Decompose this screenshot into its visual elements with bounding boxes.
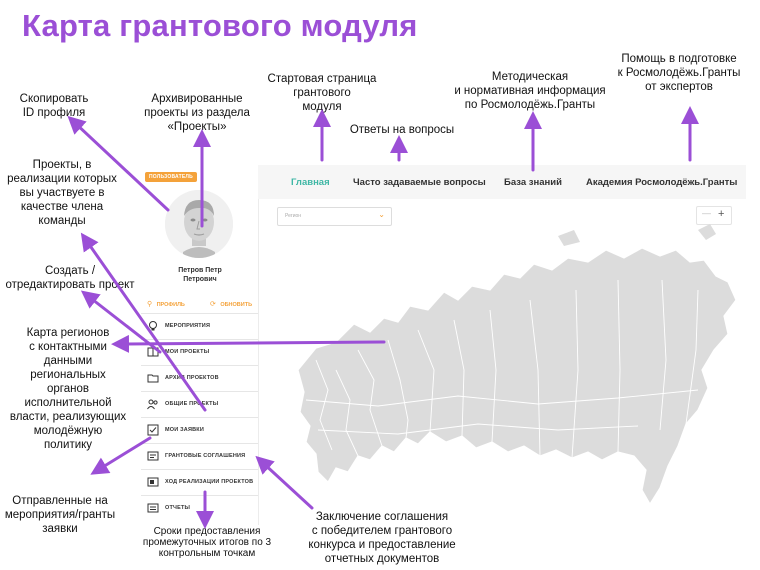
- sidebar-item-my-projects[interactable]: МОИ ПРОЕКТЫ: [141, 339, 258, 365]
- russia-regions-map[interactable]: [258, 220, 746, 525]
- annotation-help: Помощь в подготовке к Росмолодёжь.Гранты…: [617, 53, 741, 93]
- sidebar-item-label: ОТЧЕТЫ: [165, 505, 191, 511]
- annotation-sent-applications: Отправленные на мероприятия/гранты заявк…: [4, 495, 116, 535]
- agreement-icon: [147, 451, 159, 461]
- annotation-reports-deadline: Сроки предоставления промежуточных итого…: [142, 526, 272, 559]
- sidebar-item-grant-agreements[interactable]: ГРАНТОВЫЕ СОГЛАШЕНИЯ: [141, 443, 258, 469]
- sidebar-item-events[interactable]: МЕРОПРИЯТИЯ: [141, 313, 258, 339]
- region-select[interactable]: Регион ⌄: [277, 207, 392, 226]
- refresh-button-label: ОБНОВИТЬ: [220, 302, 253, 308]
- annotation-agreement: Заключение соглашения с победителем гран…: [308, 511, 456, 565]
- sidebar-item-archive[interactable]: АРХИВ ПРОЕКТОВ: [141, 365, 258, 391]
- annotation-create-project: Создать / отредактировать проект: [5, 265, 135, 291]
- map-island: [558, 230, 580, 246]
- user-name: Петров Петр Петрович: [178, 267, 222, 283]
- user-role-badge: ПОЛЬЗОВАТЕЛЬ: [145, 172, 197, 182]
- profile-button[interactable]: ⚲ ПРОФИЛЬ: [147, 293, 185, 311]
- project-book-icon: [147, 347, 159, 357]
- sidebar-divider: [141, 339, 258, 340]
- sidebar-item-reports[interactable]: ОТЧЕТЫ: [141, 495, 258, 521]
- avatar: [165, 190, 233, 258]
- zoom-out-button[interactable]: —: [702, 208, 711, 218]
- avatar-face-icon: [165, 190, 233, 258]
- lightbulb-icon: [149, 321, 157, 331]
- annotation-regions-map: Карта регионов с контактными данными рег…: [9, 327, 127, 451]
- sidebar-divider: [141, 365, 258, 366]
- sidebar-item-label: ХОД РЕАЛИЗАЦИИ ПРОЕКТОВ: [165, 479, 254, 485]
- profile-icon: ⚲: [147, 301, 153, 308]
- sidebar-divider: [141, 417, 258, 418]
- top-navigation: [258, 165, 746, 199]
- annotation-archived: Архивированные проекты из раздела «Проек…: [144, 93, 250, 133]
- zoom-controls: — +: [696, 206, 732, 225]
- sidebar-item-implementation-progress[interactable]: ХОД РЕАЛИЗАЦИИ ПРОЕКТОВ: [141, 469, 258, 495]
- sidebar-divider: [141, 469, 258, 470]
- refresh-icon: ⟳: [210, 301, 216, 308]
- map-landmass: [297, 247, 737, 506]
- chevron-down-icon: ⌄: [378, 210, 385, 219]
- map-region-borders: [305, 279, 699, 459]
- sidebar-item-label: АРХИВ ПРОЕКТОВ: [165, 375, 219, 381]
- sidebar-divider: [141, 391, 258, 392]
- annotation-methodical: Методическая и нормативная информация по…: [454, 71, 606, 111]
- sidebar-item-label: ОБЩИЕ ПРОЕКТЫ: [165, 401, 219, 407]
- sidebar-item-label: ГРАНТОВЫЕ СОГЛАШЕНИЯ: [165, 453, 246, 459]
- report-icon: [147, 503, 159, 513]
- annotation-copy-id: Скопировать ID профиля: [19, 93, 89, 119]
- page-title: Карта грантового модуля: [22, 8, 418, 43]
- tab-faq[interactable]: Часто задаваемые вопросы: [353, 177, 486, 188]
- sidebar-item-label: МЕРОПРИЯТИЯ: [165, 323, 211, 329]
- sidebar-item-label: МОИ ПРОЕКТЫ: [165, 349, 210, 355]
- sidebar-divider: [141, 495, 258, 496]
- folder-icon: [147, 374, 159, 383]
- region-select-placeholder: Регион: [285, 213, 302, 219]
- progress-icon: [147, 477, 159, 487]
- sidebar-divider: [141, 443, 258, 444]
- sidebar-item-shared-projects[interactable]: ОБЩИЕ ПРОЕКТЫ: [141, 391, 258, 417]
- refresh-button[interactable]: ⟳ ОБНОВИТЬ: [210, 293, 252, 311]
- annotation-team-projects: Проекты, в реализации которых вы участву…: [7, 159, 117, 227]
- profile-button-label: ПРОФИЛЬ: [156, 302, 185, 308]
- tab-home[interactable]: Главная: [291, 177, 330, 188]
- map-island: [698, 224, 716, 240]
- annotation-faq: Ответы на вопросы: [349, 124, 455, 136]
- tab-knowledge-base[interactable]: База знаний: [504, 177, 562, 188]
- tab-academy[interactable]: Академия Росмолодёжь.Гранты: [586, 177, 738, 188]
- sidebar-item-my-applications[interactable]: МОИ ЗАЯВКИ: [141, 417, 258, 443]
- people-icon: [147, 399, 158, 410]
- checkbox-icon: [147, 424, 159, 436]
- sidebar-item-label: МОИ ЗАЯВКИ: [165, 427, 204, 433]
- annotation-start-page: Стартовая страница грантового модуля: [267, 73, 377, 113]
- zoom-in-button[interactable]: +: [718, 208, 725, 220]
